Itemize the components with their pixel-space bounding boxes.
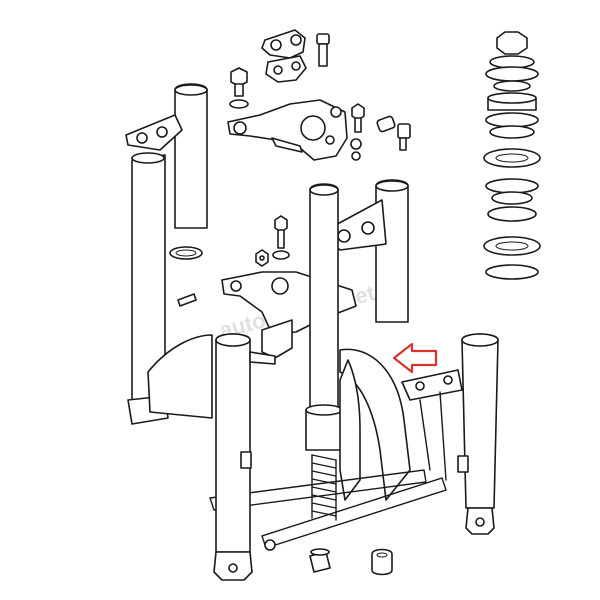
clamp-bracket (261, 29, 307, 83)
mudguard-left (147, 334, 213, 419)
nuts (309, 548, 393, 576)
red-pointer-arrow (392, 342, 438, 374)
bolt-mid (255, 215, 290, 267)
steering-head-plate (227, 99, 348, 161)
headset-bearing-stack (483, 31, 541, 280)
right-fork-leg (401, 333, 499, 535)
mudguard-stay (209, 391, 447, 551)
left-lower-leg (213, 333, 276, 581)
pin (177, 293, 197, 307)
bolt (316, 33, 330, 67)
upper-tube-bracket (327, 179, 409, 323)
mudguard (339, 348, 411, 501)
fork-tube (305, 183, 343, 451)
lock-key (376, 115, 411, 151)
spring (311, 454, 337, 521)
small-bolt-right (350, 103, 365, 161)
left-fork-leg (125, 83, 208, 425)
bolt-left (229, 67, 249, 109)
